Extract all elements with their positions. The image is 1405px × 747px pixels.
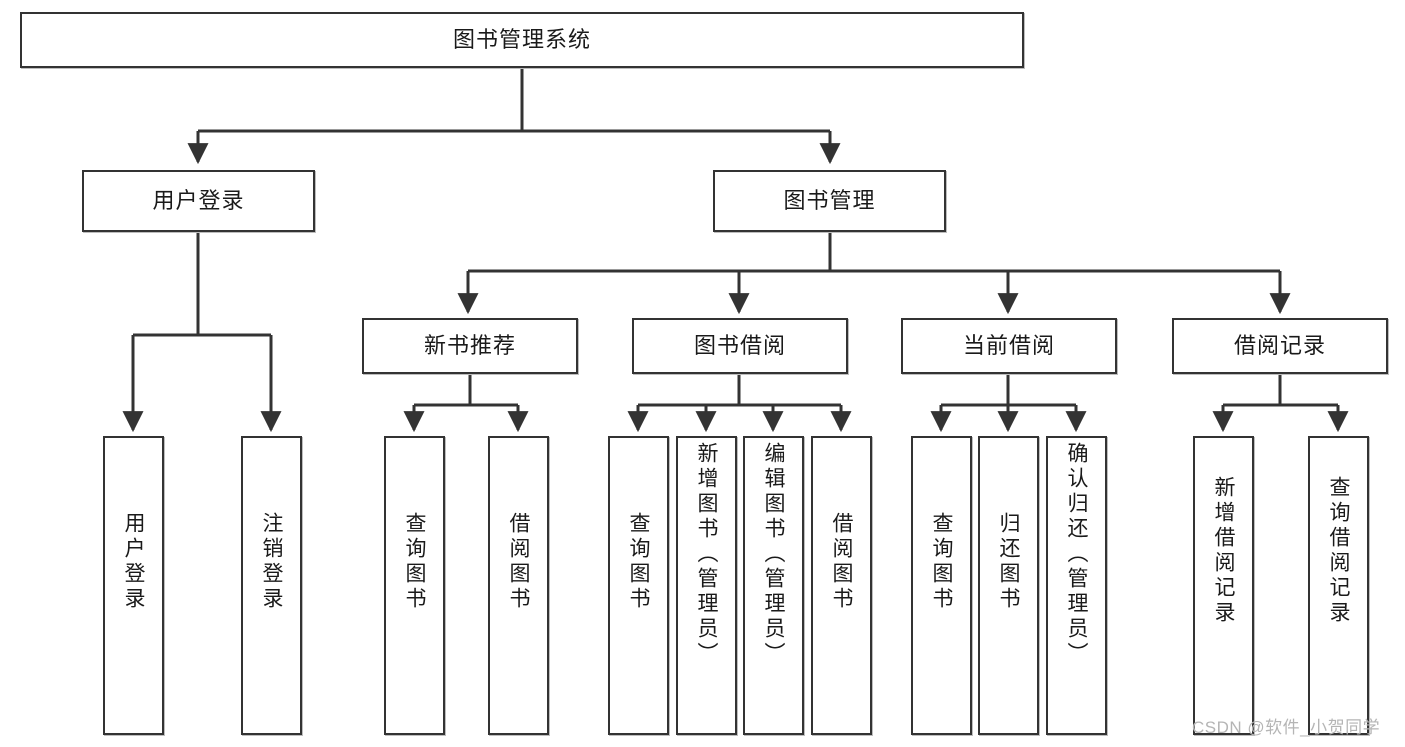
leaf-borrow-book-2-label: 借阅图书 <box>830 512 853 612</box>
leaf-add-borrow-record[interactable]: 新增借阅记录 <box>1193 436 1254 735</box>
node-borrow-record[interactable]: 借阅记录 <box>1172 318 1388 374</box>
leaf-borrow-book-2[interactable]: 借阅图书 <box>811 436 872 735</box>
leaf-query-book-1-label: 查询图书 <box>403 512 426 612</box>
leaf-add-borrow-record-label: 新增借阅记录 <box>1212 476 1235 626</box>
leaf-edit-book-label: 编辑图书（管理员） <box>762 442 785 667</box>
leaf-add-book-label: 新增图书（管理员） <box>695 442 718 667</box>
leaf-user-logout[interactable]: 注销登录 <box>241 436 302 735</box>
leaf-user-logout-label: 注销登录 <box>260 512 283 612</box>
leaf-add-book[interactable]: 新增图书（管理员） <box>676 436 737 735</box>
node-root-label: 图书管理系统 <box>452 27 591 53</box>
leaf-query-book-1[interactable]: 查询图书 <box>384 436 445 735</box>
node-borrow-record-label: 借阅记录 <box>1233 333 1326 359</box>
leaf-user-login[interactable]: 用户登录 <box>103 436 164 735</box>
leaf-query-book-3[interactable]: 查询图书 <box>911 436 972 735</box>
node-current-borrow[interactable]: 当前借阅 <box>901 318 1117 374</box>
leaf-borrow-book-1-label: 借阅图书 <box>507 512 530 612</box>
node-book-manage[interactable]: 图书管理 <box>713 170 946 232</box>
leaf-query-book-3-label: 查询图书 <box>930 512 953 612</box>
leaf-borrow-book-1[interactable]: 借阅图书 <box>488 436 549 735</box>
leaf-return-book[interactable]: 归还图书 <box>978 436 1039 735</box>
leaf-return-book-label: 归还图书 <box>997 512 1020 612</box>
leaf-user-login-label: 用户登录 <box>122 512 145 612</box>
watermark: CSDN @软件_小贺同学 <box>1192 718 1381 737</box>
leaf-query-book-2[interactable]: 查询图书 <box>608 436 669 735</box>
leaf-query-borrow-record-label: 查询借阅记录 <box>1327 476 1350 626</box>
node-new-book-recommend-label: 新书推荐 <box>423 333 516 359</box>
node-book-borrow[interactable]: 图书借阅 <box>632 318 848 374</box>
node-current-borrow-label: 当前借阅 <box>962 333 1055 359</box>
leaf-query-borrow-record[interactable]: 查询借阅记录 <box>1308 436 1369 735</box>
leaf-confirm-return[interactable]: 确认归还（管理员） <box>1046 436 1107 735</box>
node-new-book-recommend[interactable]: 新书推荐 <box>362 318 578 374</box>
leaf-query-book-2-label: 查询图书 <box>627 512 650 612</box>
node-user-login-label: 用户登录 <box>152 188 245 214</box>
node-book-manage-label: 图书管理 <box>783 188 876 214</box>
node-book-borrow-label: 图书借阅 <box>693 333 786 359</box>
node-root[interactable]: 图书管理系统 <box>20 12 1024 68</box>
node-user-login[interactable]: 用户登录 <box>82 170 315 232</box>
leaf-confirm-return-label: 确认归还（管理员） <box>1065 442 1088 667</box>
leaf-edit-book[interactable]: 编辑图书（管理员） <box>743 436 804 735</box>
